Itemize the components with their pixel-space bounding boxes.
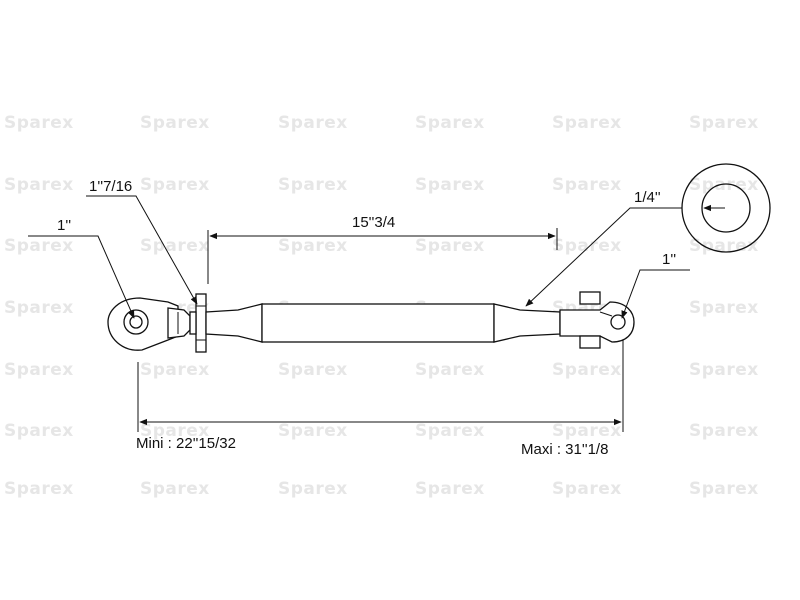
watermark-text: Sparex: [4, 113, 74, 133]
watermark-text: Sparex: [552, 113, 622, 133]
watermark-text: Sparex: [552, 175, 622, 195]
watermark-text: Sparex: [552, 236, 622, 256]
watermark-text: Sparex: [415, 360, 485, 380]
watermark-text: Sparex: [4, 421, 74, 441]
pin-hole-label: 1/4'': [634, 189, 661, 206]
left-bore-label: 1'': [57, 217, 71, 234]
watermark-text: Sparex: [689, 298, 759, 318]
watermark-text: Sparex: [415, 421, 485, 441]
watermark-text: Sparex: [4, 175, 74, 195]
right-clevis-bore: [610, 314, 626, 330]
pin-hole-leader: [525, 207, 682, 307]
left-bore-leader: [28, 235, 135, 319]
watermark-text: Sparex: [278, 236, 348, 256]
clevis-pin-top: [579, 291, 601, 305]
watermark-text: Sparex: [689, 421, 759, 441]
left-eye-neck: [167, 307, 191, 339]
watermark-text: Sparex: [415, 113, 485, 133]
watermark-text: Sparex: [140, 421, 210, 441]
lock-collar: [195, 293, 207, 353]
watermark-text: Sparex: [278, 360, 348, 380]
clevis-slot: [599, 311, 613, 317]
right-bore-label: 1'': [662, 251, 676, 268]
watermark-text: Sparex: [689, 113, 759, 133]
dimension-lines: [28, 195, 690, 432]
left-eye-housing: [107, 297, 179, 351]
pin-hole-outer-circle: [681, 163, 771, 253]
thread-stub: [189, 311, 197, 335]
left-eye-bore: [129, 315, 143, 329]
watermark-text: Sparex: [415, 236, 485, 256]
watermark-text: Sparex: [689, 479, 759, 499]
watermark-text: Sparex: [552, 479, 622, 499]
watermark-text: Sparex: [4, 479, 74, 499]
collar-leader: [86, 195, 198, 305]
min-length-label: Mini : 22''15/32: [136, 435, 236, 452]
watermark-text: Sparex: [689, 360, 759, 380]
watermark-text: Sparex: [140, 175, 210, 195]
watermark-text: Sparex: [415, 479, 485, 499]
right-bore-leader: [621, 269, 690, 319]
watermark-text: Sparex: [689, 236, 759, 256]
watermark-text: Sparex: [4, 236, 74, 256]
collar-label: 1''7/16: [89, 178, 132, 195]
max-length-label: Maxi : 31''1/8: [521, 441, 608, 458]
watermark-text: Sparex: [278, 175, 348, 195]
right-shaft: [493, 303, 561, 343]
watermark-text: Sparex: [140, 479, 210, 499]
watermark-text: Sparex: [4, 298, 74, 318]
watermark-text: Sparex: [278, 113, 348, 133]
watermark-text: Sparex: [552, 360, 622, 380]
watermark-text: Sparex: [140, 236, 210, 256]
pin-hole-inner-circle: [701, 183, 751, 233]
top-link-part: [107, 291, 635, 353]
pin-hole-detail: [681, 163, 771, 253]
watermark-text: Sparex: [4, 360, 74, 380]
main-tube: [261, 303, 495, 343]
watermark-text: Sparex: [415, 175, 485, 195]
thread-length-label: 15''3/4: [352, 214, 395, 231]
right-clevis: [559, 301, 635, 343]
left-shaft: [205, 303, 263, 343]
watermark-text: Sparex: [552, 421, 622, 441]
clevis-pin-bottom: [579, 335, 601, 349]
watermark-text: Sparex: [689, 175, 759, 195]
watermark-text: Sparex: [278, 479, 348, 499]
watermark-text: Sparex: [278, 421, 348, 441]
watermark-text: Sparex: [140, 113, 210, 133]
watermark-text: Sparex: [140, 360, 210, 380]
left-eye-ball: [123, 309, 149, 335]
